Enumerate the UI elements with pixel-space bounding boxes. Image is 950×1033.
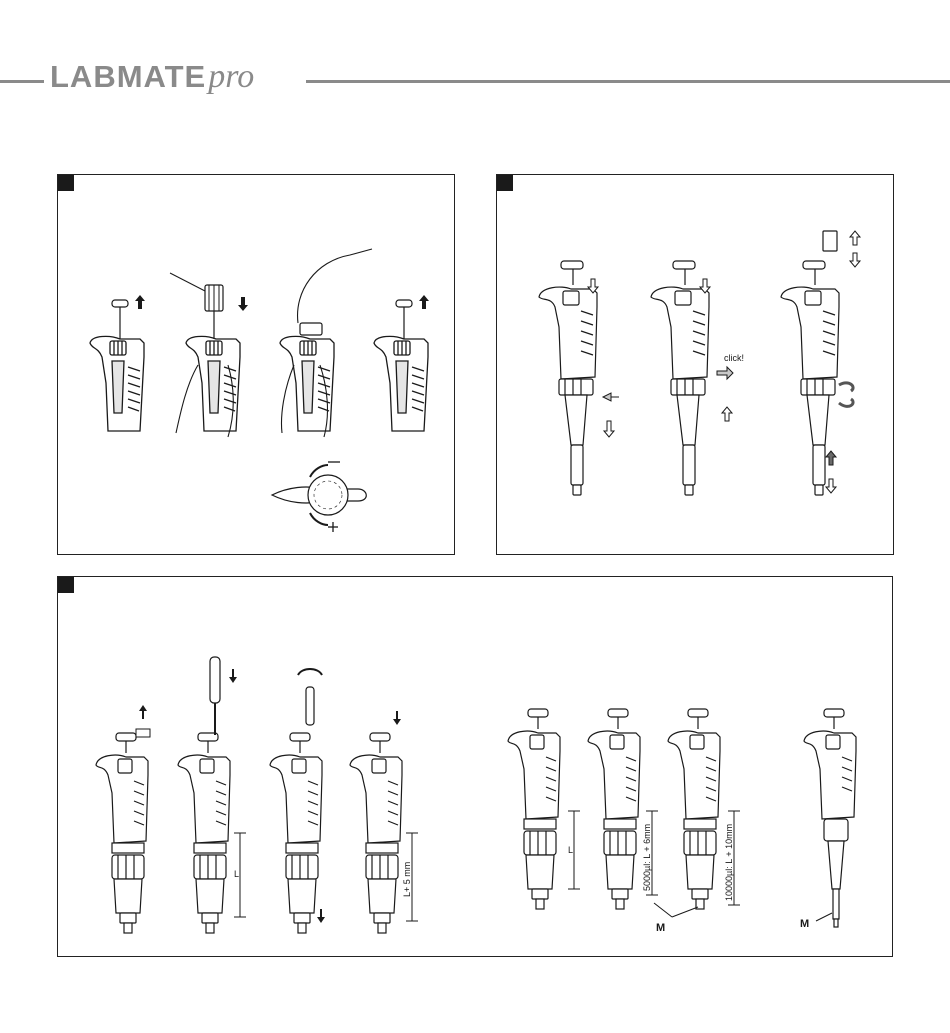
knob-cap-2 (396, 300, 412, 307)
arrow-right-icon (717, 367, 733, 379)
panel-c-illustration: L L+ 5 mm L 5000µl: L + 6mm 10000µl: L +… (58, 577, 892, 956)
arrow-up-icon (135, 295, 145, 309)
rotate-icon (839, 383, 853, 391)
handle-figure-4 (374, 336, 428, 431)
arrow-down-icon (826, 479, 836, 493)
panel-b: click! (496, 174, 894, 555)
dimension-10000: 10000µl: L + 10mm (724, 824, 734, 901)
brand-logo: LABMATEpro (50, 58, 254, 96)
brand-main: LABMATE (50, 59, 206, 94)
arrow-up-icon (826, 451, 836, 465)
click-label: click! (724, 353, 744, 363)
panel-b-illustration: click! (497, 175, 893, 554)
knob-cap-1 (112, 300, 128, 307)
pipette-c-6 (588, 709, 640, 909)
screwdriver-icon (306, 687, 314, 725)
hand-outline-2 (298, 249, 372, 323)
handle-figure-3 (280, 336, 334, 431)
pipette-b-2 (651, 261, 709, 495)
pipette-c-4 (350, 733, 402, 933)
arrow-down-icon (317, 909, 325, 923)
arrow-down-icon (850, 253, 860, 267)
panel-c: L L+ 5 mm L 5000µl: L + 6mm 10000µl: L +… (57, 576, 893, 957)
brand-sub: pro (208, 58, 254, 95)
handle-figure-1 (90, 336, 144, 431)
tip-ejector-cap (823, 231, 837, 251)
arrow-down-icon (393, 711, 401, 725)
rotate-icon (298, 669, 322, 675)
arrow-up-icon (419, 295, 429, 309)
pipette-c-1 (96, 733, 148, 933)
marker-m-2: M (800, 918, 809, 930)
dimension-l-plus-5: L+ 5 mm (402, 862, 412, 897)
dimension-l-2: L (568, 845, 573, 855)
pipette-c-2 (178, 733, 230, 933)
dimension-5000: 5000µl: L + 6mm (642, 824, 652, 891)
header-rule-right (306, 80, 950, 83)
panel-a-illustration (58, 175, 454, 554)
pipette-c-7 (668, 709, 720, 909)
pipette-c-3 (270, 733, 322, 933)
panel-a (57, 174, 455, 555)
page-header: LABMATEpro (0, 50, 950, 110)
pipette-b-1 (539, 261, 597, 495)
pipette-c-8 (804, 709, 856, 927)
pipette-c-5 (508, 709, 560, 909)
arrow-up-icon (722, 407, 732, 421)
dimension-l-1: L (234, 869, 239, 879)
arrow-down-icon (604, 421, 614, 437)
arrow-down-icon (238, 297, 248, 311)
header-rule-left (0, 80, 44, 83)
arrow-up-icon (139, 705, 147, 719)
arrow-left-icon (603, 393, 619, 401)
arrow-down-icon (229, 669, 237, 683)
screwdriver-icon (210, 657, 220, 703)
adjustment-dial-detail (272, 462, 366, 532)
marker-m-1: M (656, 922, 665, 934)
arrow-up-icon (850, 231, 860, 245)
